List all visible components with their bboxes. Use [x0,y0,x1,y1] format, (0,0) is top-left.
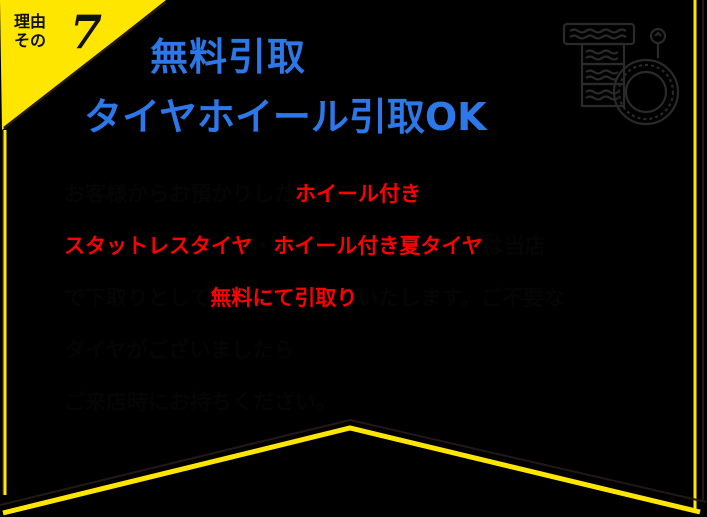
text-segment: お客様からお預かりした [64,182,295,206]
text-segment: ・ [252,234,274,258]
badge-label: 理由 その [14,12,46,50]
text-segment: は当店 [482,234,546,258]
highlight-text: 無料にて引取り [210,286,358,310]
description-line-3: で下取りとして無料にて引取りいたします。ご不要な [64,272,644,324]
description-text: お客様からお預かりしたホイール付き スタットレスタイヤ・ホイール付き夏タイヤは当… [64,168,644,428]
highlight-text: スタットレスタイヤ [64,234,253,258]
text-segment: いたします。ご不要な [357,286,566,310]
badge-number: 7 [70,5,103,59]
description-line-1: お客様からお預かりしたホイール付き [64,168,644,220]
title-line1: 無料引取 [150,35,307,79]
text-segment: ご来店時にお持ちください。 [64,390,337,414]
text-segment: タイヤがございましたら [64,338,295,362]
badge-label-line1: 理由 [14,12,47,31]
badge-label-line2: その [14,31,47,50]
title-line2: タイヤホイール引取OK [84,95,487,139]
description-line-2: スタットレスタイヤ・ホイール付き夏タイヤは当店 [64,220,644,272]
description-line-4: タイヤがございましたら [64,324,644,376]
reason-badge: 理由 その 7 [10,6,120,66]
tire-and-wheel-icon [562,22,680,126]
highlight-text: ホイール付き夏タイヤ [273,234,483,258]
description-line-5: ご来店時にお持ちください。 [64,376,644,428]
highlight-text: ホイール付き [295,182,421,206]
text-segment: で下取りとして [64,286,211,310]
